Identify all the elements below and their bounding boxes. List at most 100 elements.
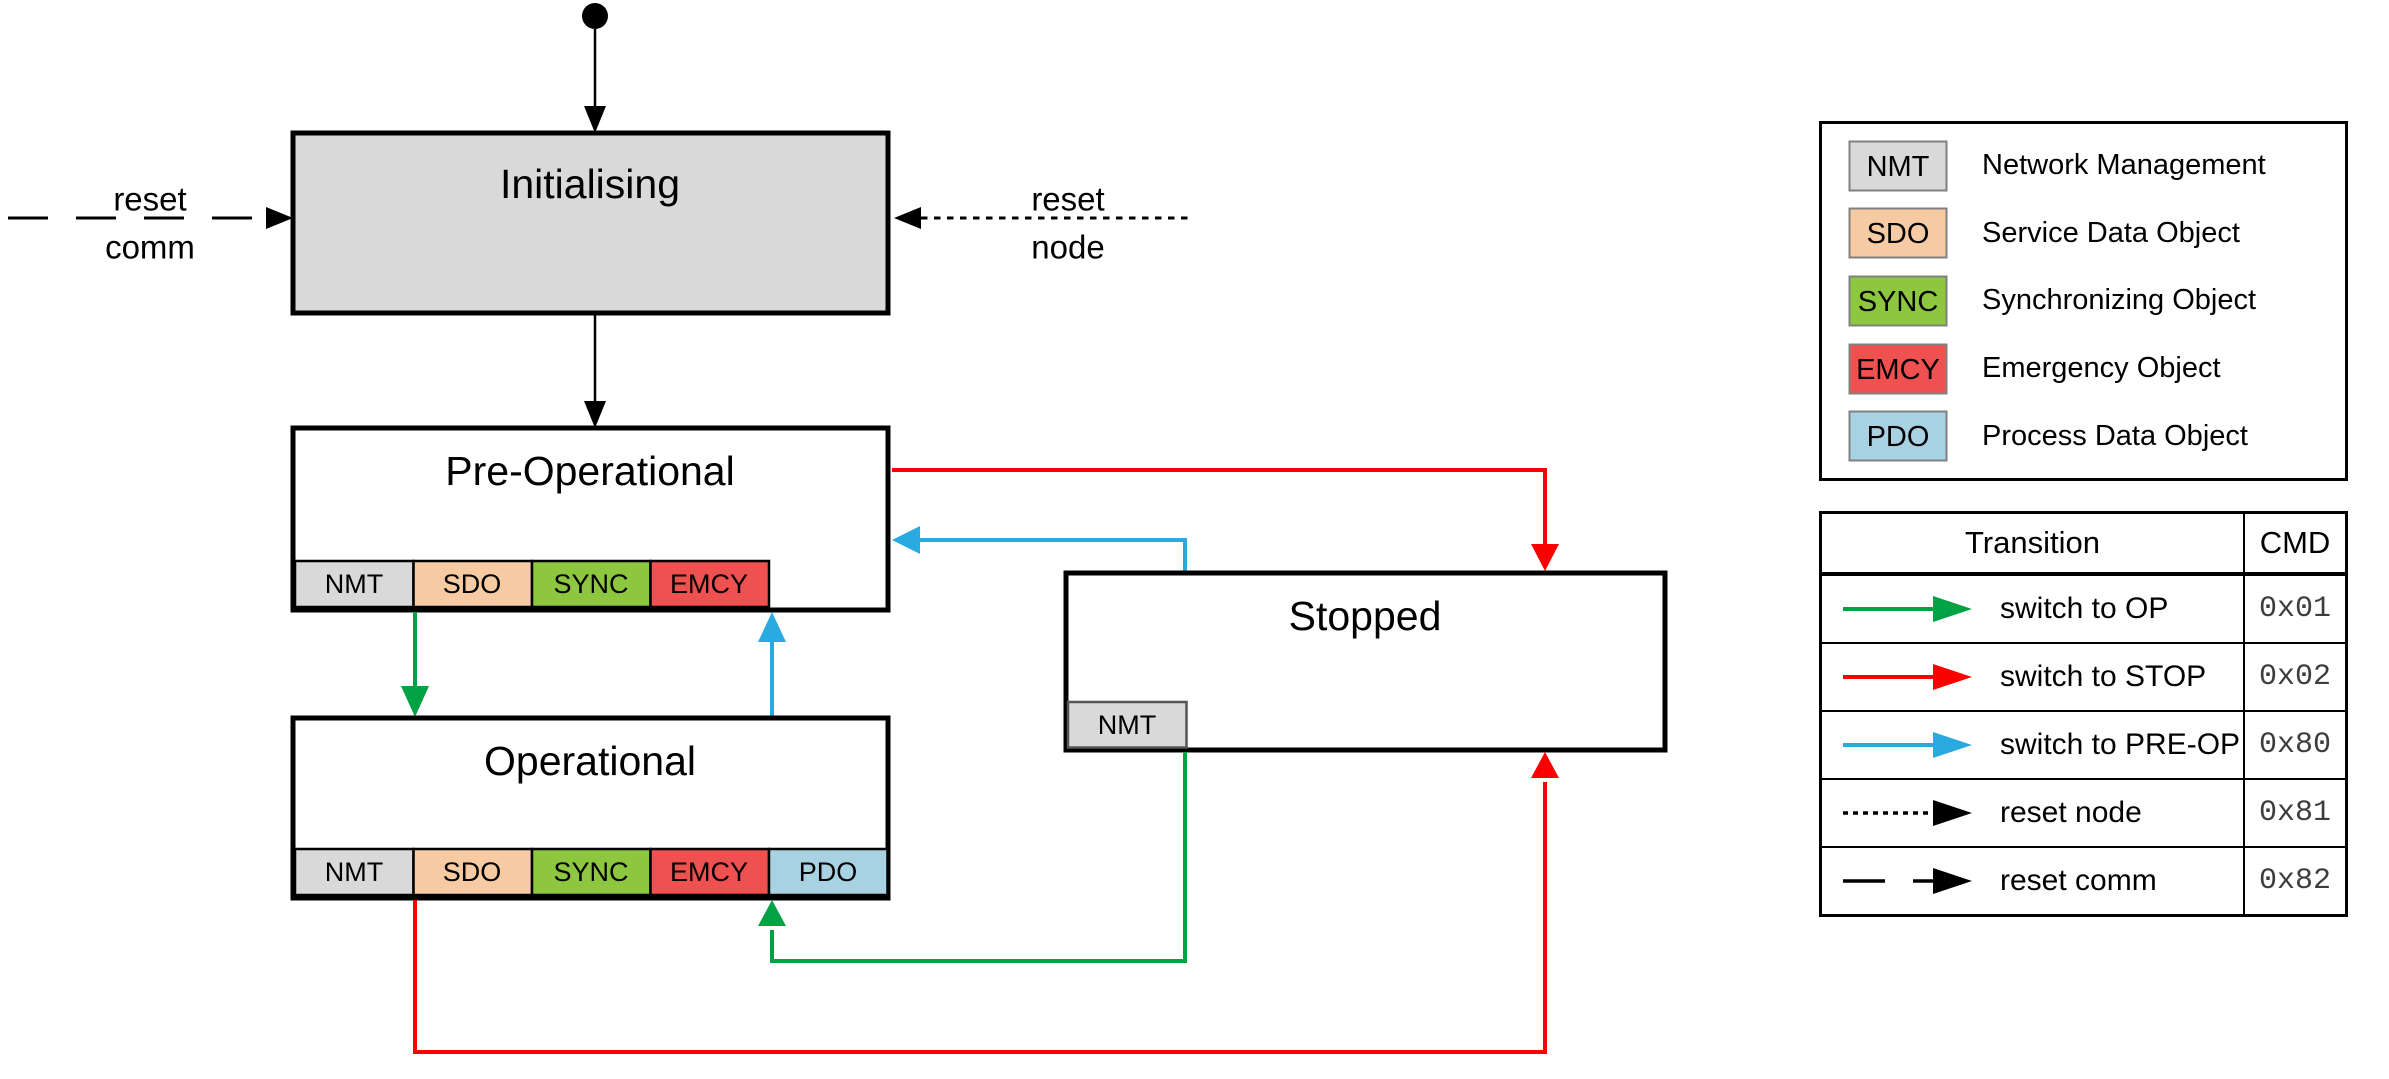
arrow-operational-to-stopped-head xyxy=(1531,752,1559,778)
transition-label: reset comm xyxy=(2000,864,2157,897)
badge-nmt xyxy=(293,559,415,609)
pre-operational-badges: NMT SDO SYNC EMCY xyxy=(293,559,771,609)
transition-column-header: Transition xyxy=(1822,514,2245,572)
legend-row-sync: SYNC Synchronizing Object xyxy=(1848,275,2345,327)
legend-label-sync: Synchronizing Object xyxy=(1982,284,2257,317)
svg-text:EMCY: EMCY xyxy=(1856,354,1940,386)
state-initialising: Initialising xyxy=(290,130,891,316)
transition-label: reset node xyxy=(2000,796,2142,829)
transition-label: switch to OP xyxy=(2000,592,2169,625)
legend-row-nmt: NMT Network Management xyxy=(1848,140,2345,192)
transition-label: switch to STOP xyxy=(2000,660,2207,693)
blue-arrow-icon xyxy=(1843,732,1972,758)
legend-row-sdo: SDO Service Data Object xyxy=(1848,207,2345,259)
transition-row-switch-to-stop: switch to STOP 0x02 xyxy=(1822,642,2345,710)
svg-text:SDO: SDO xyxy=(1867,218,1930,250)
badge-nmt-label: NMT xyxy=(325,857,383,887)
legend-row-pdo: PDO Process Data Object xyxy=(1848,410,2345,462)
badge-emcy xyxy=(649,847,771,897)
badge-sdo-label: SDO xyxy=(443,569,502,599)
state-stopped-title: Stopped xyxy=(1289,593,1442,639)
initial-state-marker xyxy=(582,3,608,133)
arrow-preop-to-operational-switch-op xyxy=(401,612,429,717)
arrow-reset-node-head xyxy=(894,207,921,229)
cmd-value: 0x82 xyxy=(2258,864,2331,898)
state-initialising-box xyxy=(290,130,891,316)
cmd-value: 0x01 xyxy=(2258,592,2331,626)
emcy-chip: EMCY xyxy=(1848,343,1948,395)
legend-row-emcy: EMCY Emergency Object xyxy=(1848,343,2345,395)
arrow-reset-comm: reset comm xyxy=(8,181,293,266)
transition-row-reset-comm: reset comm 0x82 xyxy=(1822,846,2345,914)
badge-sdo-label: SDO xyxy=(443,857,502,887)
badge-nmt-label: NMT xyxy=(1098,710,1156,740)
arrow-preop-to-stopped-head xyxy=(1531,544,1559,571)
badge-pdo xyxy=(767,847,889,897)
initial-state-dot xyxy=(582,3,608,29)
state-operational: Operational NMT SDO SYNC EMCY PDO xyxy=(290,715,891,901)
arrow-operational-to-stopped-line xyxy=(413,782,1547,1054)
arrow-reset-node: reset node xyxy=(894,181,1190,266)
badge-sync xyxy=(530,847,652,897)
dotted-arrow-icon xyxy=(1843,800,1972,826)
arrow-preop-to-stopped-line xyxy=(892,468,1547,548)
transition-label: switch to PRE-OP xyxy=(2000,728,2241,761)
cmd-column-header: CMD xyxy=(2259,525,2331,560)
legend-label-sdo: Service Data Object xyxy=(1982,216,2240,249)
state-pre-operational: Pre-Operational NMT SDO SYNC EMCY xyxy=(290,425,891,613)
svg-text:SYNC: SYNC xyxy=(1858,286,1939,318)
arrow-stopped-to-preop-line xyxy=(918,538,1187,571)
nmt-chip: NMT xyxy=(1848,140,1948,192)
arrow-start-to-initialising-head xyxy=(584,106,606,133)
reset-node-label-line1: reset xyxy=(1031,181,1104,218)
pdo-chip: PDO xyxy=(1848,410,1948,462)
badge-nmt xyxy=(1066,700,1188,749)
transition-row-switch-to-op: switch to OP 0x01 xyxy=(1822,574,2345,642)
reset-node-label-line2: node xyxy=(1031,229,1104,266)
arrow-operational-to-stopped-switch-stop xyxy=(413,752,1559,1054)
transition-table-header: Transition CMD xyxy=(1822,514,2345,574)
arrow-reset-comm-head xyxy=(266,207,293,229)
arrow-stopped-to-operational-switch-op xyxy=(758,752,1187,963)
arrow-operational-to-preop-head xyxy=(758,612,786,642)
sync-chip: SYNC xyxy=(1848,275,1948,327)
arrow-stopped-to-operational-line xyxy=(770,752,1187,963)
sdo-chip: SDO xyxy=(1848,207,1948,259)
badge-sdo xyxy=(412,847,534,897)
cmd-value: 0x02 xyxy=(2258,660,2331,694)
arrow-stopped-to-preop-switch-preop xyxy=(892,526,1187,571)
state-operational-title: Operational xyxy=(484,738,696,784)
transition-row-reset-node: reset node 0x81 xyxy=(1822,778,2345,846)
legend-label-emcy: Emergency Object xyxy=(1982,352,2221,385)
legend-label-nmt: Network Management xyxy=(1982,149,2266,182)
badge-sync-label: SYNC xyxy=(553,857,628,887)
arrow-preop-to-stopped-switch-stop xyxy=(892,468,1559,571)
transition-row-switch-to-pre-op: switch to PRE-OP 0x80 xyxy=(1822,710,2345,778)
state-pre-operational-title: Pre-Operational xyxy=(445,448,734,494)
badge-emcy-label: EMCY xyxy=(670,569,748,599)
badge-pdo-label: PDO xyxy=(799,857,858,887)
arrow-stopped-to-preop-head xyxy=(892,526,920,554)
state-initialising-title: Initialising xyxy=(500,161,680,207)
cmd-value: 0x81 xyxy=(2258,796,2331,830)
badge-emcy xyxy=(649,559,771,609)
green-arrow-icon xyxy=(1843,596,1972,622)
svg-text:PDO: PDO xyxy=(1867,421,1930,453)
badge-nmt-label: NMT xyxy=(325,569,383,599)
legend-label-pdo: Process Data Object xyxy=(1982,419,2248,452)
reset-comm-label-line1: reset xyxy=(113,181,186,218)
state-stopped: Stopped NMT xyxy=(1063,570,1668,753)
arrow-operational-to-preop-switch-preop xyxy=(758,612,786,716)
red-arrow-icon xyxy=(1843,664,1972,690)
dashed-arrow-icon xyxy=(1843,868,1972,894)
badge-nmt xyxy=(293,847,415,897)
badge-sync xyxy=(530,559,652,609)
cmd-value: 0x80 xyxy=(2258,728,2331,762)
arrow-initialising-to-preoperational-head xyxy=(584,401,606,428)
svg-text:NMT: NMT xyxy=(1867,151,1930,183)
object-legend-table: NMT Network Management SDO Service Data … xyxy=(1819,121,2348,481)
reset-comm-label-line2: comm xyxy=(105,229,195,266)
badge-sync-label: SYNC xyxy=(553,569,628,599)
